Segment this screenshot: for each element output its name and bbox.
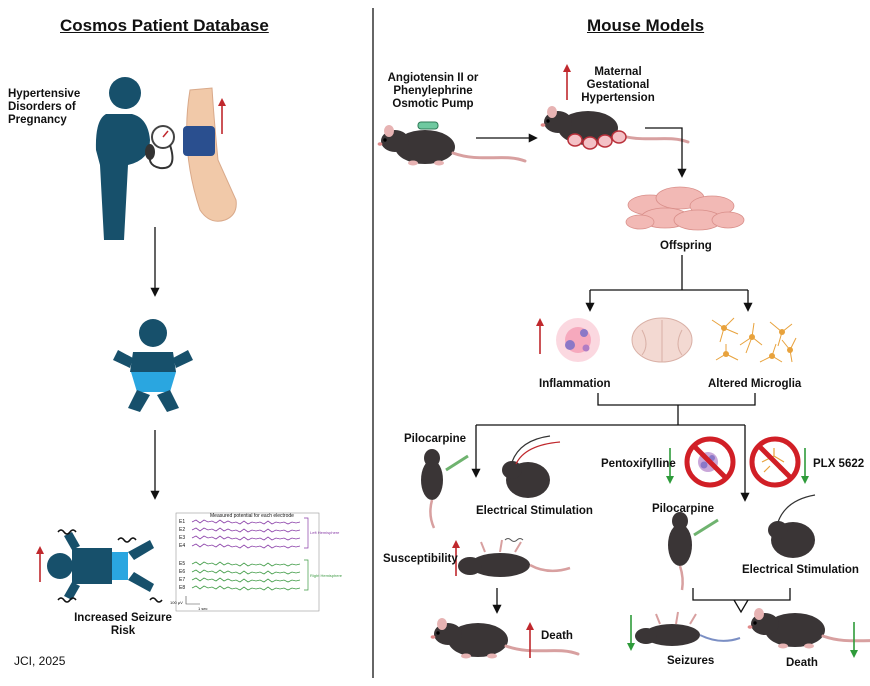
up-arrow-icon [535,317,545,355]
mouse-with-pump-icon [376,123,527,167]
electrical-stimulation-mouse-right-icon [768,494,816,558]
eeg-right-traces [191,561,301,591]
eeg-channel-label: E6 [179,569,186,575]
down-arrow-icon [626,614,636,652]
baby-icon [113,319,193,412]
right-panel-title: Mouse Models [587,16,705,35]
eeg-title: Measured potential for each electrode [210,513,294,519]
seizing-baby-icon [47,529,163,603]
embryos-icon [567,130,627,150]
up-arrow-icon [217,97,227,135]
brain-section-icon [631,317,693,363]
eeg-chart [175,512,320,612]
offspring-pups-icon [625,186,745,231]
bracket [597,393,756,406]
electrical-stimulation-mouse-left-icon [502,435,561,498]
eeg-right-channel-labels: E5 E6 E7 E8 [179,560,185,592]
osmotic-pump-label: Angiotensin II or Phenylephrine Osmotic … [387,72,479,110]
up-arrow-icon [35,545,45,583]
citation: JCI, 2025 [14,654,66,668]
pregnant-person-icon [95,77,150,240]
left-panel-title: Cosmos Patient Database [60,16,269,35]
altered-microglia-label: Altered Microglia [708,378,802,390]
pilocarpine-left-label: Pilocarpine [404,433,466,445]
pilocarpine-mouse-left-icon [421,449,469,529]
bracket [692,588,791,601]
pentoxifylline-label: Pentoxifylline [601,458,676,470]
electrical-stimulation-left-label: Electrical Stimulation [476,505,593,517]
left-hemisphere-label: Left Hemisphere [310,530,340,535]
down-arrow-icon [800,447,810,485]
seizing-mouse-left-icon [458,538,571,577]
arrow-elbow [645,127,687,178]
maternal-hypertension-label: Maternal Gestational Hypertension [581,66,655,104]
increased-seizure-risk-label: Increased Seizure Risk [74,612,172,637]
eeg-channel-label: E4 [179,543,186,549]
eeg-left-channel-labels: E1 E2 E3 E4 [179,518,185,550]
eeg-voltage-scale: 100 µV [170,600,183,605]
susceptibility-label: Susceptibility [383,553,458,565]
up-arrow-icon [525,621,535,659]
eeg-channel-label: E3 [179,535,186,541]
eeg-channel-label: E5 [179,561,186,567]
death-left-label: Death [541,630,573,642]
up-arrow-icon [562,63,572,101]
plx5622-label: PLX 5622 [813,458,865,470]
eeg-channel-label: E8 [179,585,186,591]
eeg-left-traces [191,519,301,549]
seizing-mouse-right-icon [635,611,741,646]
pilocarpine-right-label: Pilocarpine [652,503,714,515]
no-plx5622-icon [749,436,801,488]
no-pentoxifylline-icon [684,436,736,488]
eeg-channel-label: E7 [179,577,186,583]
right-hemisphere-label: Right Hemisphere [310,573,343,578]
blood-pressure-cuff-icon [145,87,237,222]
hdp-label: Hypertensive Disorders of Pregnancy [8,88,81,126]
electrical-stimulation-right-label: Electrical Stimulation [742,564,859,576]
eeg-channel-label: E2 [179,527,186,533]
inflammation-icon [556,318,600,362]
death-right-label: Death [786,657,818,669]
dead-mouse-right-icon [746,606,870,650]
eeg-time-scale: 1 sec [198,606,208,611]
osmotic-pump-icon [417,121,439,130]
eeg-channel-label: E1 [179,519,186,525]
inflammation-label: Inflammation [539,378,611,390]
seizures-label: Seizures [667,655,715,667]
microglia-cell-bodies [721,325,793,359]
offspring-label: Offspring [660,240,712,252]
pilocarpine-mouse-right-icon [668,512,719,591]
